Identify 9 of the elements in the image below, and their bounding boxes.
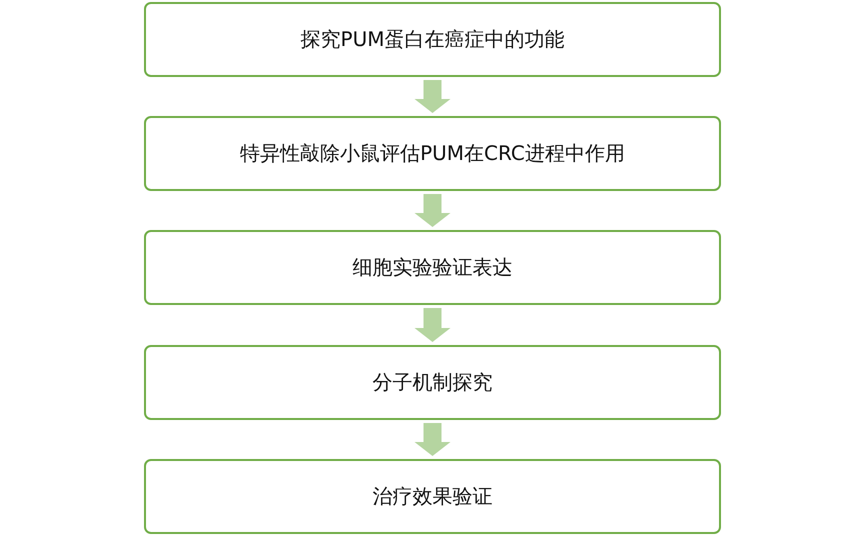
process-box: 细胞实验验证表达 [144,230,721,305]
process-box: 治疗效果验证 [144,459,721,534]
arrow [414,194,450,227]
arrow [414,80,450,113]
process-box: 探究PUM蛋白在癌症中的功能 [144,2,721,77]
process-box: 分子机制探究 [144,345,721,420]
arrow [414,423,450,456]
process-box: 特异性敲除小鼠评估PUM在CRC进程中作用 [144,116,721,191]
arrow [414,308,450,342]
